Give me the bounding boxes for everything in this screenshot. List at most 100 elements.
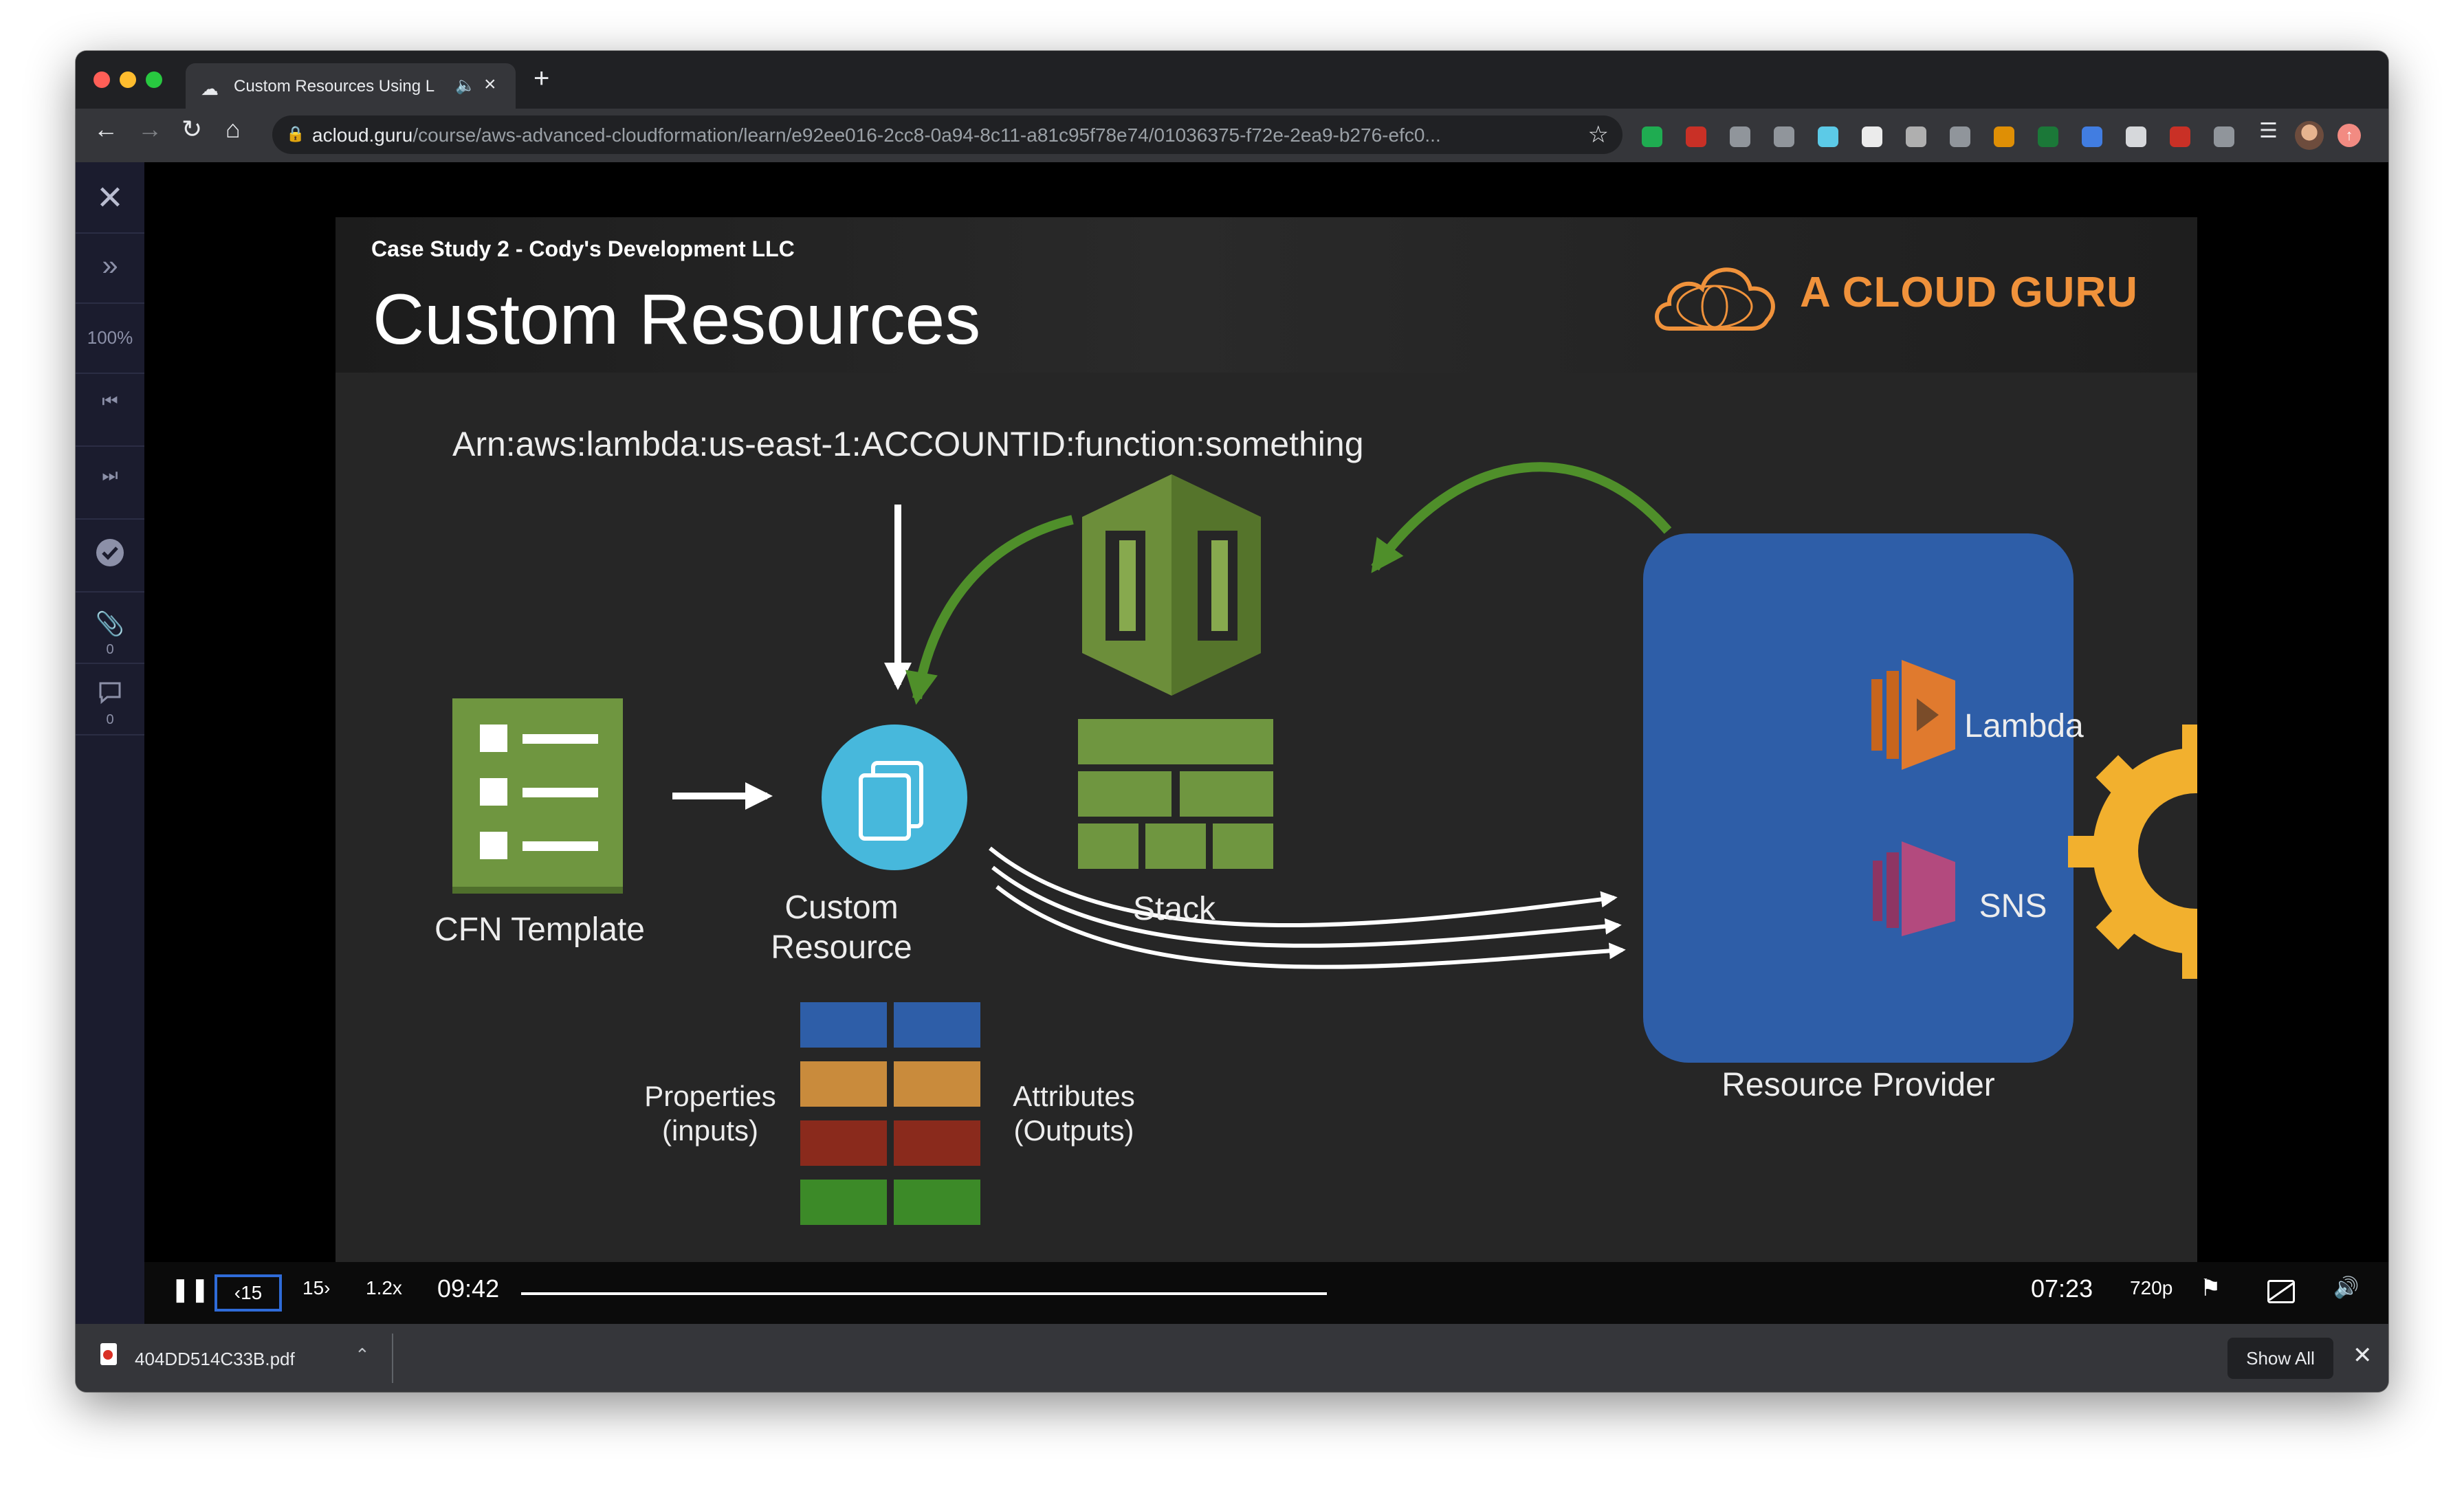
download-divider xyxy=(392,1334,393,1383)
next-lesson-icon[interactable]: ⏭ xyxy=(102,465,118,485)
quality-selector[interactable]: 720p xyxy=(2130,1277,2173,1298)
expand-icon[interactable]: » xyxy=(102,249,118,281)
url-path: /course/aws-advanced-cloudformation/lear… xyxy=(412,124,1441,146)
pdf-file-icon xyxy=(100,1343,117,1365)
attachment-icon[interactable]: 📎 xyxy=(95,611,125,637)
extension-icon[interactable] xyxy=(2170,126,2190,147)
progress-bar[interactable] xyxy=(521,1292,1327,1295)
cloud-favicon-icon: ☁ xyxy=(201,78,219,99)
custom-resource-label-line1: Custom xyxy=(784,889,899,926)
diagram-graphics xyxy=(452,462,2197,1225)
attributes-label-line1: Attributes xyxy=(1013,1080,1135,1112)
properties-label-line2: (inputs) xyxy=(661,1114,759,1147)
sidebar-divider xyxy=(76,445,144,447)
extension-icon[interactable] xyxy=(2082,126,2102,147)
elapsed-time: 09:42 xyxy=(437,1274,500,1303)
extension-icon[interactable] xyxy=(1642,126,1662,147)
show-all-button[interactable]: Show All xyxy=(2228,1338,2333,1379)
resource-provider-box xyxy=(1643,533,2074,1063)
extension-icon[interactable] xyxy=(1862,126,1882,147)
sidebar-divider xyxy=(76,373,144,374)
cfn-template-icon xyxy=(452,698,623,894)
stack-bricks-icon xyxy=(1078,719,1273,869)
sns-icon xyxy=(1873,841,1955,936)
custom-resource-label-line2: Resource xyxy=(771,929,912,966)
sidebar-divider xyxy=(76,734,144,736)
stack-label: Stack xyxy=(1132,891,1216,927)
previous-lesson-icon[interactable]: ⏮ xyxy=(102,390,118,411)
url-host: acloud.guru xyxy=(312,124,413,146)
reload-icon[interactable]: ↻ xyxy=(182,115,203,143)
player-controls: ❚❚ ‹15 15› 1.2x 09:42 07:23 720p ⚑ 🔊 ⛶ xyxy=(144,1262,2388,1324)
profile-avatar[interactable] xyxy=(2295,121,2324,150)
brand-logo-text: A CLOUD GURU xyxy=(1800,269,2138,316)
browser-tab-active[interactable]: ☁ Custom Resources Using L 🔈 × xyxy=(186,63,516,109)
flag-icon[interactable]: ⚑ xyxy=(2200,1275,2221,1301)
captions-icon[interactable] xyxy=(2267,1280,2295,1303)
comment-count: 0 xyxy=(106,712,114,727)
zoom-window-button[interactable] xyxy=(146,71,162,88)
video-player: ✕ » 100% ⏮ ⏭ 📎 0 0 Case St xyxy=(76,162,2388,1324)
extension-icon[interactable] xyxy=(2214,126,2234,147)
download-bar: 404DD514C33B.pdf ⌃ Show All ✕ xyxy=(76,1324,2388,1392)
new-tab-button[interactable]: + xyxy=(534,63,550,93)
properties-label-line1: Properties xyxy=(644,1080,776,1112)
lecture-slide: Case Study 2 - Cody's Development LLC Cu… xyxy=(336,217,2197,1262)
tab-audio-icon[interactable]: 🔈 xyxy=(455,76,476,95)
download-item[interactable]: 404DD514C33B.pdf ⌃ xyxy=(100,1324,396,1392)
slide-subtitle: Case Study 2 - Cody's Development LLC xyxy=(371,236,795,261)
rewind-15-button[interactable]: ‹15 xyxy=(214,1274,282,1312)
lambda-icon xyxy=(1871,660,1955,770)
sidebar-divider xyxy=(76,518,144,520)
extension-icon[interactable] xyxy=(1994,126,2014,147)
cloud-logo-icon xyxy=(1655,267,1775,331)
extension-icon[interactable] xyxy=(1818,126,1838,147)
volume-icon[interactable]: 🔊 xyxy=(2333,1276,2360,1299)
minimize-window-button[interactable] xyxy=(120,71,136,88)
download-file-name: 404DD514C33B.pdf xyxy=(135,1349,295,1369)
attributes-label-line2: (Outputs) xyxy=(1013,1114,1134,1147)
slide-header xyxy=(336,217,2197,373)
lock-icon: 🔒 xyxy=(286,125,305,142)
cfn-template-label: CFN Template xyxy=(434,911,645,948)
browser-window: ☁ Custom Resources Using L 🔈 × + ← → ↻ ⌂… xyxy=(76,51,2388,1392)
pause-icon[interactable]: ❚❚ xyxy=(170,1276,210,1303)
sidebar-divider xyxy=(76,591,144,593)
browser-toolbar: ← → ↻ ⌂ 🔒 acloud.guru/course/aws-advance… xyxy=(76,109,2388,162)
tab-title: Custom Resources Using L xyxy=(234,77,435,96)
cloudformation-stack-icon xyxy=(1082,474,1261,696)
chevron-up-icon[interactable]: ⌃ xyxy=(355,1345,370,1365)
playback-speed[interactable]: 1.2x xyxy=(366,1277,402,1298)
check-circle-icon[interactable] xyxy=(76,538,144,571)
forward-label: 15 xyxy=(302,1277,324,1298)
resource-provider-label: Resource Provider xyxy=(1722,1067,1995,1103)
update-menu-icon[interactable]: ↑ xyxy=(2338,124,2361,147)
course-sidebar: ✕ » 100% ⏮ ⏭ 📎 0 0 xyxy=(76,162,144,1324)
extension-icon[interactable] xyxy=(1906,126,1926,147)
attachment-count: 0 xyxy=(106,642,114,657)
comment-icon[interactable] xyxy=(76,681,144,709)
forward-15-button[interactable]: 15› xyxy=(302,1277,331,1298)
sidebar-divider xyxy=(76,663,144,664)
extension-icon[interactable] xyxy=(2126,126,2146,147)
extension-icon[interactable] xyxy=(2038,126,2058,147)
sidebar-divider xyxy=(76,302,144,304)
back-icon[interactable]: ← xyxy=(94,115,118,143)
extension-icon[interactable] xyxy=(1686,126,1706,147)
extension-icon[interactable] xyxy=(1730,126,1750,147)
rewind-label: 15 xyxy=(241,1282,263,1303)
zoom-level[interactable]: 100% xyxy=(87,327,133,348)
address-bar[interactable]: 🔒 acloud.guru/course/aws-advanced-cloudf… xyxy=(272,115,1622,154)
extension-icon[interactable] xyxy=(1774,126,1794,147)
close-download-bar-icon[interactable]: ✕ xyxy=(2353,1342,2373,1369)
home-icon[interactable]: ⌂ xyxy=(226,115,241,143)
extension-icon[interactable] xyxy=(1950,126,1970,147)
tab-close-button[interactable]: × xyxy=(484,73,496,96)
close-icon[interactable]: ✕ xyxy=(96,180,124,217)
url-text: acloud.guru/course/aws-advanced-cloudfor… xyxy=(312,124,1536,148)
properties-attributes-grid xyxy=(800,1002,980,1225)
forward-icon[interactable]: → xyxy=(138,115,162,143)
close-window-button[interactable] xyxy=(94,71,110,88)
reading-list-icon[interactable]: ☰ xyxy=(2259,120,2278,142)
bookmark-star-icon[interactable]: ☆ xyxy=(1587,122,1609,148)
